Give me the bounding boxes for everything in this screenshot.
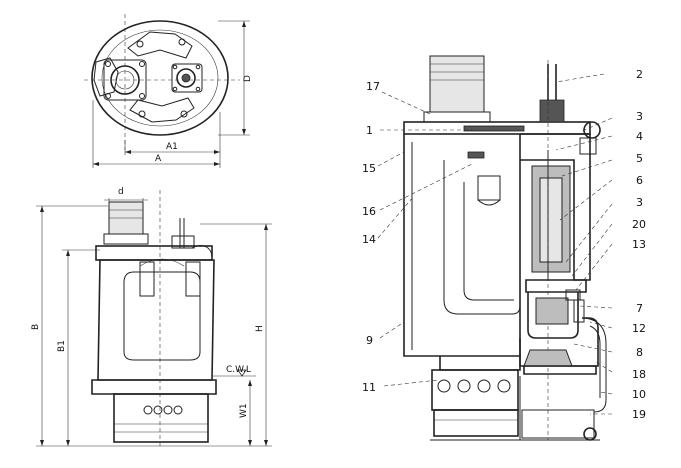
dim-label-d-side: d	[118, 187, 124, 197]
callout-19: 19	[632, 408, 646, 421]
callout-14: 14	[362, 233, 376, 246]
top-view: D A1 A	[84, 14, 253, 168]
callout-10: 10	[632, 388, 646, 401]
dim-label-h: H	[255, 325, 265, 332]
callout-13: 13	[632, 238, 646, 251]
callout-12: 12	[632, 322, 646, 335]
callout-3b: 3	[636, 196, 643, 209]
callout-1: 1	[366, 124, 373, 137]
section-view: 17 1 15 16 14 9 11 2 3 4 5 6 3 20 13 7 1…	[362, 55, 646, 441]
dim-label-b: B	[31, 324, 41, 330]
dim-label-w1: W1	[239, 403, 249, 418]
dim-label-b1: B1	[57, 340, 67, 352]
dim-label-a1: A1	[166, 142, 178, 152]
callout-9: 9	[366, 334, 373, 347]
callout-20: 20	[632, 218, 646, 231]
callout-2: 2	[636, 68, 643, 81]
callout-5: 5	[636, 152, 643, 165]
dim-label-d-top: D	[243, 75, 253, 82]
callout-16: 16	[362, 205, 376, 218]
callout-4: 4	[636, 130, 643, 143]
callout-6: 6	[636, 174, 643, 187]
callout-18: 18	[632, 368, 646, 381]
callout-8: 8	[636, 346, 643, 359]
dim-label-cwl: C.W.L	[226, 365, 251, 375]
callout-7: 7	[636, 302, 643, 315]
side-view: d B B1 H C.W.L W1	[31, 187, 272, 447]
callout-17: 17	[366, 80, 380, 93]
callout-15: 15	[362, 162, 376, 175]
callout-11: 11	[362, 381, 376, 394]
callout-3a: 3	[636, 110, 643, 123]
dim-label-a: A	[155, 154, 162, 164]
